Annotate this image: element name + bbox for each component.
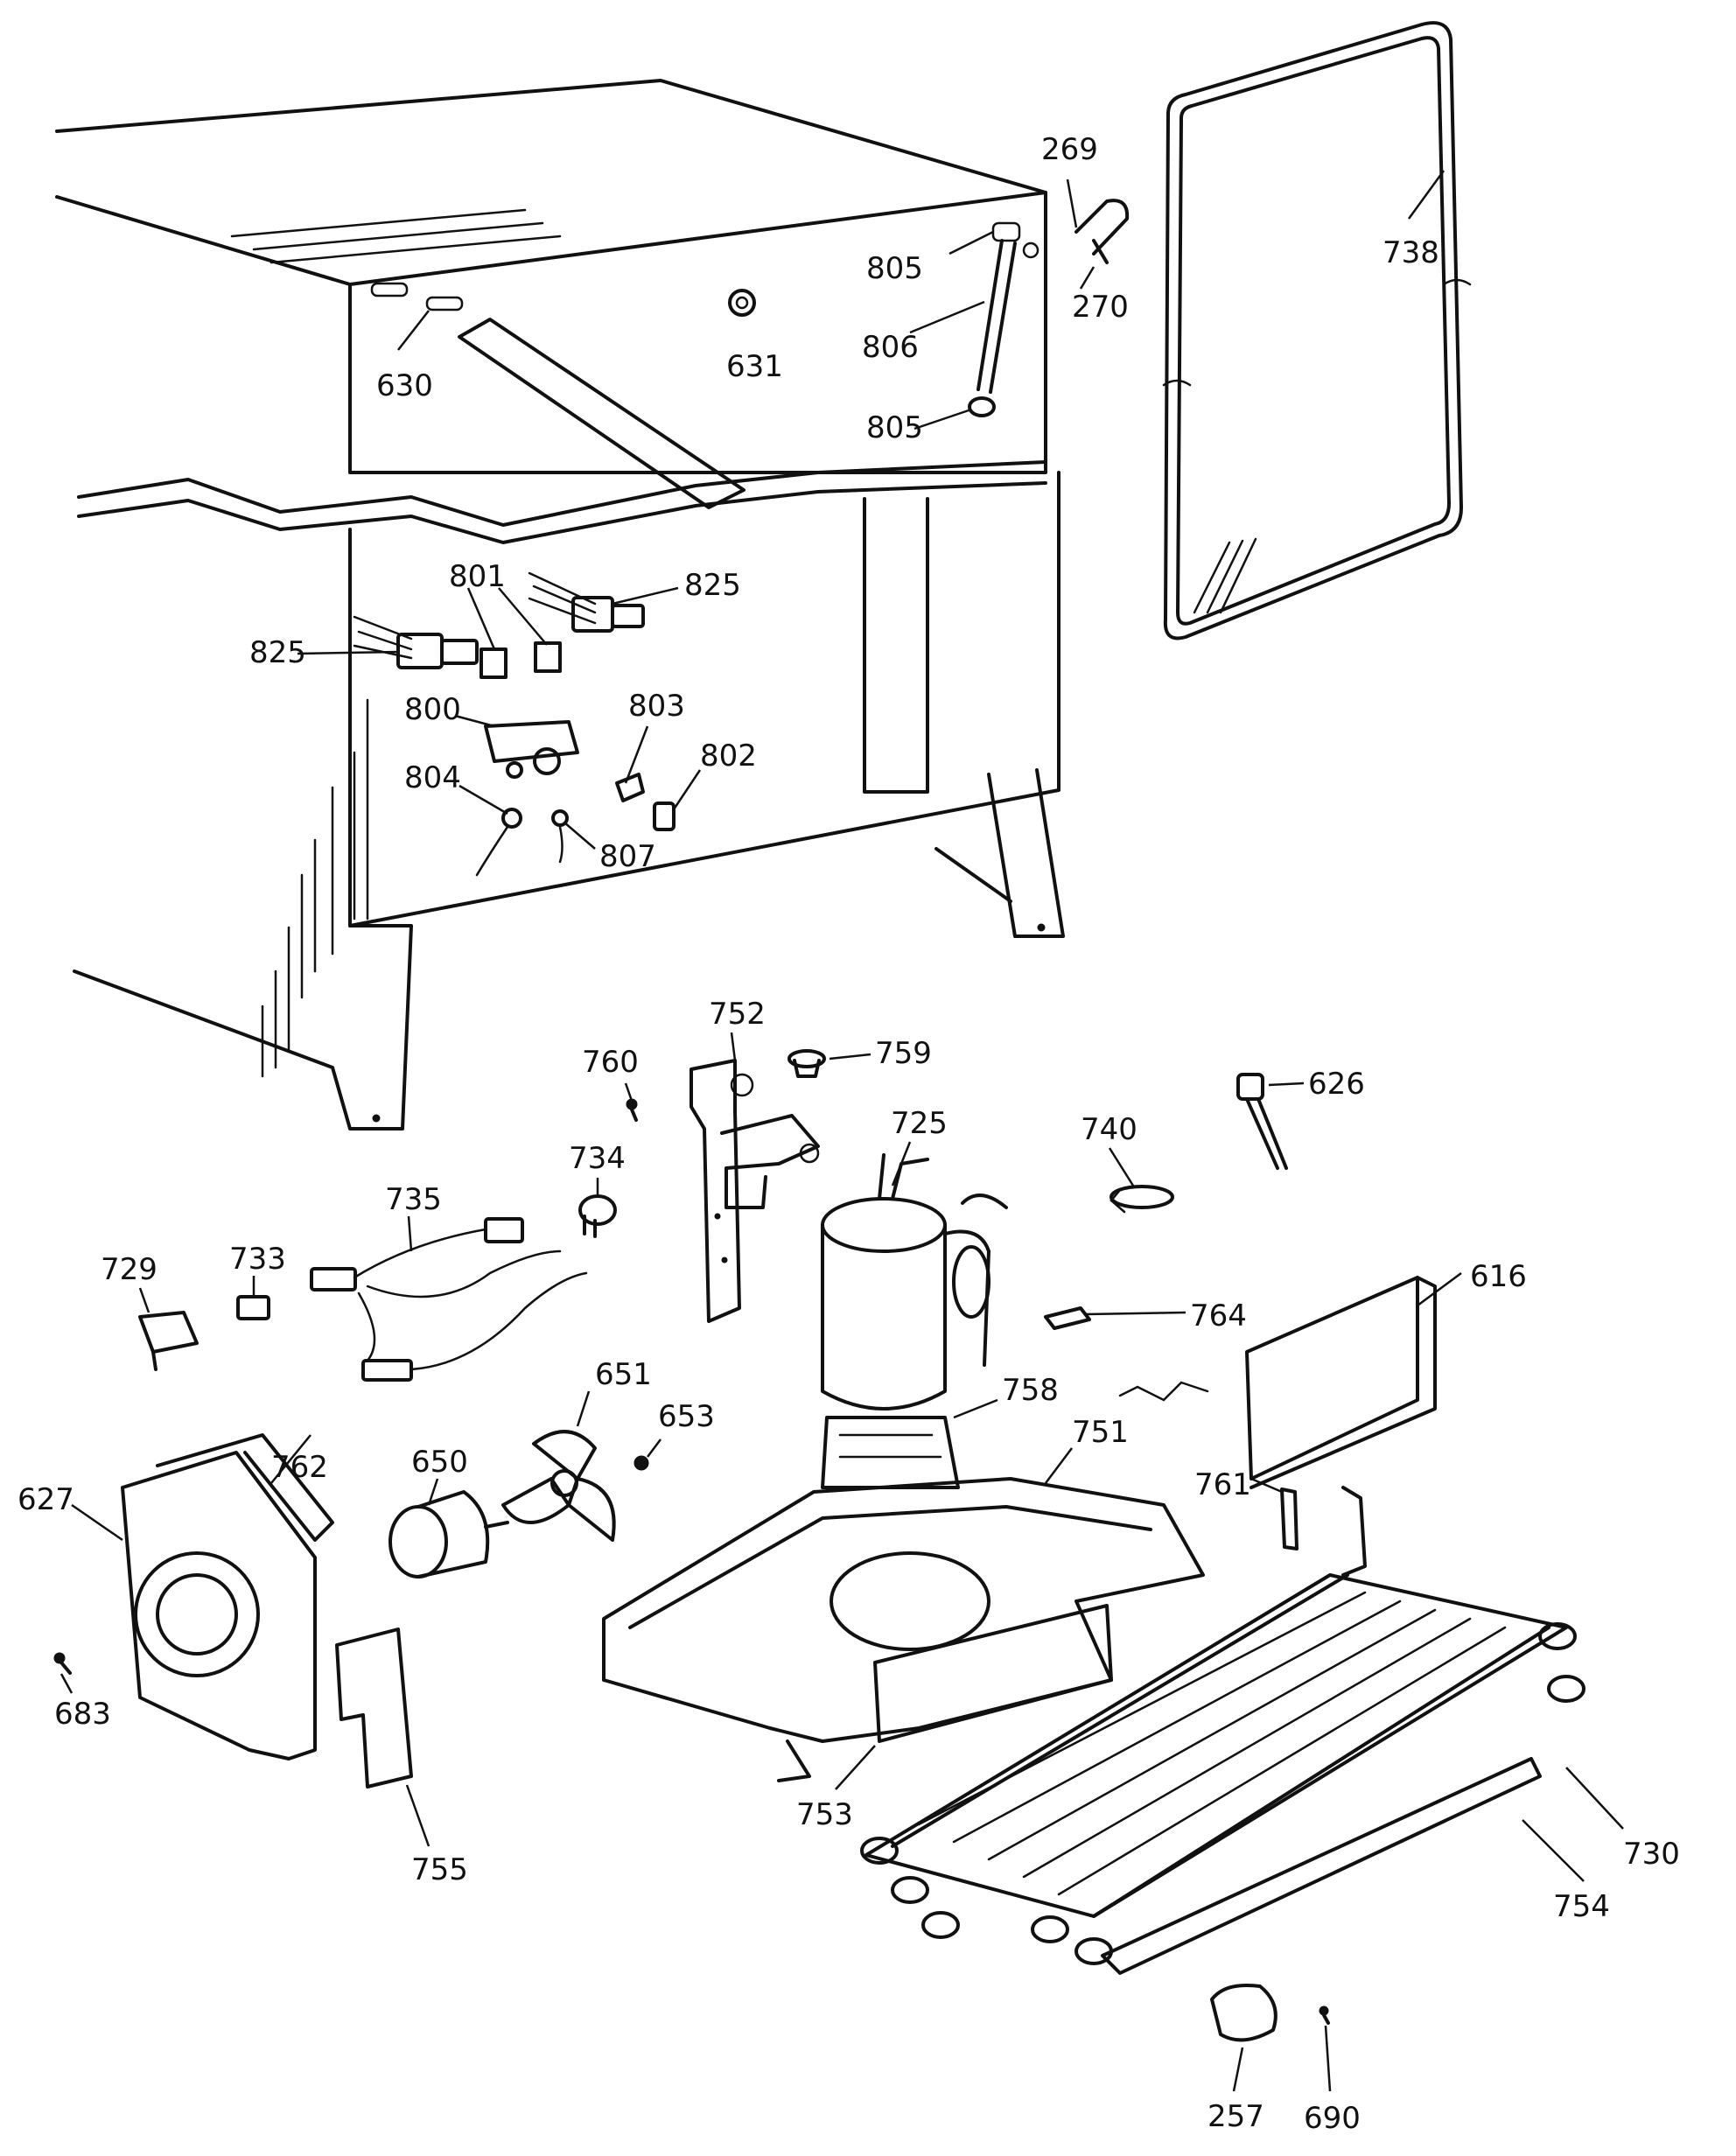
base-pan-751	[602, 1477, 1205, 1782]
label-733: 733	[229, 1242, 286, 1277]
label-805-top: 805	[866, 251, 923, 286]
grommet-759	[788, 1049, 826, 1078]
shield-753	[873, 1604, 1113, 1743]
relay-734	[578, 1194, 617, 1238]
label-735: 735	[385, 1182, 442, 1217]
label-800: 800	[404, 692, 461, 727]
drain-tray-754	[1101, 1757, 1542, 1975]
label-740: 740	[1081, 1112, 1138, 1147]
clip-761	[1280, 1488, 1298, 1550]
cabinet-break-line	[77, 460, 1047, 544]
label-683: 683	[54, 1697, 111, 1732]
label-754: 754	[1553, 1889, 1610, 1924]
label-738: 738	[1382, 235, 1439, 270]
label-725: 725	[891, 1106, 948, 1141]
label-734: 734	[569, 1141, 626, 1176]
condenser-730	[860, 1486, 1586, 1965]
nut-653	[634, 1455, 649, 1471]
label-805-bottom: 805	[866, 410, 923, 445]
capacitor-729	[138, 1311, 199, 1371]
label-626: 626	[1308, 1067, 1365, 1102]
harness-735	[310, 1217, 588, 1382]
mount-758	[821, 1416, 960, 1489]
screw-683	[53, 1652, 72, 1675]
clip-740	[1110, 1185, 1174, 1214]
screw-690	[1319, 2006, 1330, 2025]
defrost-wiring-parts	[353, 571, 676, 877]
label-270: 270	[1072, 290, 1129, 325]
label-730: 730	[1623, 1837, 1680, 1872]
fan-blade-651	[501, 1430, 616, 1542]
label-804: 804	[404, 760, 461, 795]
label-760: 760	[582, 1045, 639, 1080]
label-257: 257	[1208, 2099, 1264, 2134]
panel-755	[335, 1628, 413, 1788]
label-650: 650	[411, 1445, 468, 1480]
label-803: 803	[628, 689, 685, 724]
label-651: 651	[595, 1357, 652, 1392]
label-729: 729	[101, 1252, 158, 1287]
label-759: 759	[875, 1036, 932, 1071]
label-755: 755	[411, 1852, 468, 1887]
tube-806	[968, 221, 1021, 417]
compressor-725	[821, 1153, 1008, 1410]
label-269: 269	[1041, 132, 1098, 167]
label-758: 758	[1002, 1373, 1059, 1408]
label-825-left: 825	[249, 635, 306, 670]
label-753: 753	[796, 1797, 853, 1832]
label-630: 630	[376, 368, 433, 403]
label-690: 690	[1304, 2101, 1361, 2136]
label-807: 807	[599, 839, 656, 874]
label-653: 653	[658, 1399, 715, 1434]
label-616: 616	[1470, 1259, 1527, 1294]
label-751: 751	[1072, 1415, 1129, 1450]
handle-269	[1074, 199, 1130, 264]
overload-626	[1236, 1073, 1288, 1170]
bracket-752	[690, 1059, 820, 1323]
switch-733	[236, 1295, 270, 1320]
fan-motor-650	[388, 1490, 509, 1578]
label-802: 802	[700, 738, 757, 774]
label-752: 752	[709, 997, 766, 1032]
label-762: 762	[271, 1450, 328, 1485]
cabinet-top	[55, 79, 1047, 509]
screw-760	[626, 1098, 638, 1122]
cabinet-lower	[73, 471, 1065, 1130]
bracket-764	[1044, 1306, 1091, 1330]
label-806: 806	[862, 330, 919, 365]
label-825-right: 825	[684, 568, 741, 603]
label-627: 627	[18, 1482, 74, 1517]
label-761: 761	[1194, 1467, 1251, 1502]
label-801: 801	[449, 559, 506, 594]
knob-257	[1210, 1984, 1278, 2042]
fan-shroud-627	[121, 1433, 334, 1760]
leader-lines	[60, 170, 1624, 2092]
label-764: 764	[1190, 1298, 1247, 1334]
door-gasket-738	[1162, 21, 1472, 640]
label-631: 631	[726, 349, 783, 384]
part-labels: 269 270 738 805 806 805 630 631 801 825 …	[18, 132, 1680, 2136]
insulation-616	[1118, 1276, 1437, 1489]
